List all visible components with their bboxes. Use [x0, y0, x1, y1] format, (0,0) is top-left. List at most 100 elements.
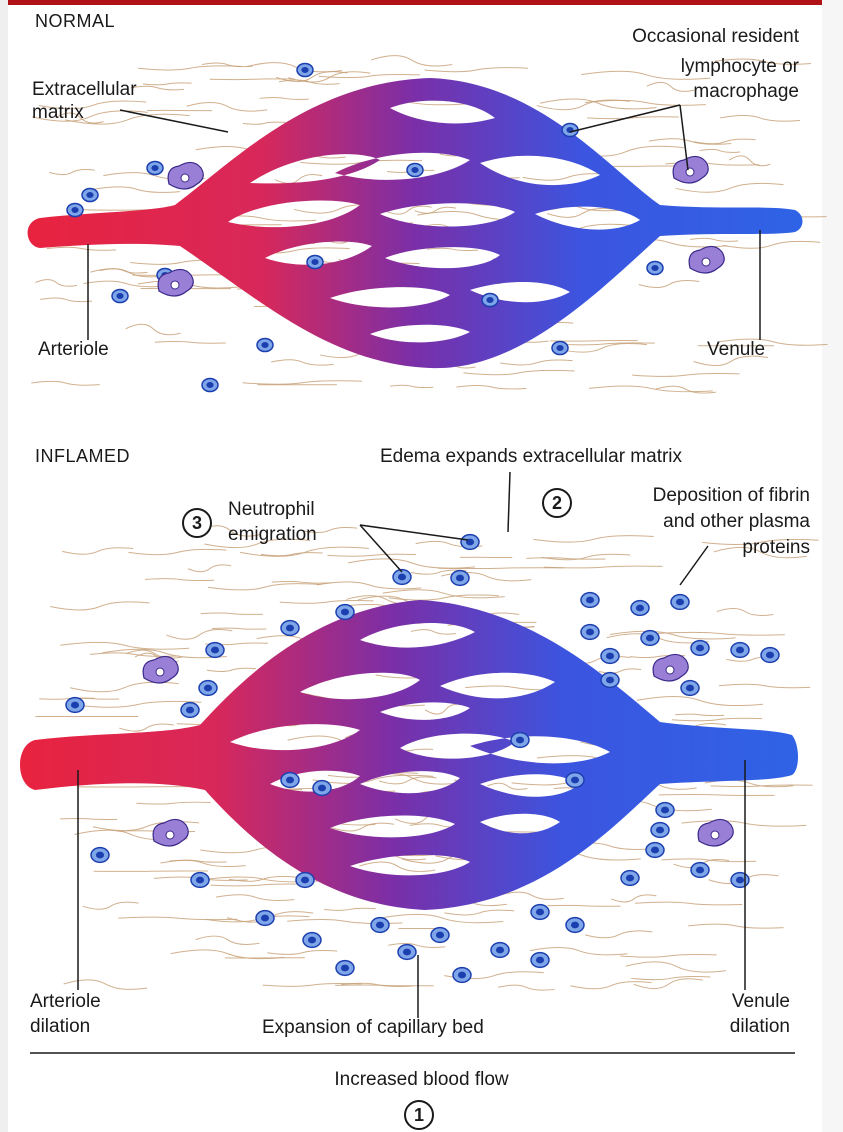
arteriole-dilation-line2: dilation	[30, 1015, 90, 1038]
normal-heading: NORMAL	[35, 10, 115, 33]
matrix-fiber	[280, 601, 374, 604]
matrix-fiber	[717, 609, 773, 616]
matrix-fiber	[60, 818, 117, 819]
matrix-fiber	[126, 324, 181, 334]
venule-dilation-line1: Venule	[690, 990, 790, 1013]
matrix-fiber	[688, 924, 783, 928]
resident-cell-label-line3: macrophage	[556, 80, 799, 103]
neutrophil-cell	[761, 648, 779, 663]
blood-flow-label: Increased blood flow	[0, 1068, 843, 1091]
edema-label: Edema expands extracellular matrix	[380, 445, 682, 468]
capillary-bed-inflamed	[20, 600, 798, 910]
matrix-fiber	[171, 950, 285, 959]
matrix-fiber	[35, 280, 77, 287]
matrix-fiber	[136, 802, 210, 804]
matrix-fiber	[166, 629, 232, 639]
step-1-marker: 1	[404, 1100, 434, 1130]
matrix-fiber	[128, 549, 226, 554]
matrix-fiber	[634, 979, 703, 989]
matrix-fiber	[64, 980, 147, 990]
matrix-fiber	[682, 821, 807, 826]
neutrophil-cell	[191, 873, 209, 888]
matrix-fiber	[444, 910, 514, 915]
neutrophil-cell	[731, 873, 749, 888]
matrix-fiber	[676, 183, 784, 192]
neutrophil-cell	[296, 873, 314, 888]
matrix-fiber	[348, 559, 475, 568]
step-3-marker: 3	[182, 508, 212, 538]
matrix-fiber	[675, 714, 724, 715]
neutrophil-cell	[313, 781, 331, 796]
matrix-fiber	[196, 936, 260, 944]
neutrophil-cell	[431, 928, 449, 943]
neutrophil-cell	[281, 621, 299, 636]
neutrophil-cell	[601, 649, 619, 664]
neutrophil-cell	[631, 601, 649, 616]
matrix-fiber	[425, 704, 466, 714]
neutrophil-cell	[651, 823, 669, 838]
matrix-fiber	[411, 630, 456, 634]
resident-cell	[112, 289, 128, 302]
matrix-fiber	[500, 892, 564, 899]
matrix-fiber	[589, 386, 713, 392]
matrix-fiber	[155, 342, 226, 344]
venule-label: Venule	[707, 338, 765, 361]
matrix-fiber	[131, 86, 184, 90]
matrix-fiber	[500, 360, 572, 365]
neutrophil-cell	[646, 843, 664, 858]
matrix-fiber	[626, 962, 726, 972]
extracellular-matrix-label-line1: Extracellular	[32, 78, 137, 101]
neutrophil-cell	[511, 733, 529, 748]
matrix-fiber	[611, 895, 656, 902]
matrix-fiber	[729, 156, 770, 166]
resident-cell	[297, 63, 313, 76]
matrix-fiber	[70, 682, 179, 692]
extracellular-matrix-label-line2: matrix	[32, 101, 84, 124]
matrix-fiber	[672, 718, 762, 720]
matrix-fiber	[690, 238, 738, 241]
resident-cell	[82, 188, 98, 201]
matrix-fiber	[267, 950, 337, 954]
resident-cell	[257, 338, 273, 351]
matrix-fiber	[637, 696, 763, 705]
matrix-fiber	[383, 590, 505, 598]
neutrophil-label-line1: Neutrophil	[228, 498, 315, 521]
matrix-fiber	[427, 248, 478, 250]
matrix-fiber	[272, 582, 332, 584]
neutrophil-cell	[336, 605, 354, 620]
neutrophil-cell	[206, 643, 224, 658]
venule-dilation-line2: dilation	[690, 1015, 790, 1038]
matrix-fiber	[60, 642, 189, 649]
macrophage-cell	[673, 156, 708, 183]
neutrophil-cell	[371, 918, 389, 933]
resident-cell-label-line1: Occasional resident	[556, 25, 799, 48]
matrix-fiber	[243, 381, 362, 384]
matrix-fiber	[62, 548, 133, 554]
macrophage-cell	[168, 162, 203, 189]
matrix-fiber	[83, 902, 139, 909]
matrix-fiber	[201, 613, 263, 614]
fibrin-label-line3: proteins	[570, 536, 810, 559]
fibrin-label-line1: Deposition of fibrin	[570, 484, 810, 507]
matrix-fiber	[247, 63, 342, 72]
neutrophil-cell	[256, 911, 274, 926]
matrix-fiber	[211, 884, 310, 886]
matrix-fiber	[240, 547, 369, 556]
resident-cell-label-line2: lymphocyte or	[556, 55, 799, 78]
matrix-fiber	[188, 565, 231, 572]
matrix-fiber	[635, 902, 742, 905]
neutrophil-cell	[641, 631, 659, 646]
macrophage-cell	[689, 246, 724, 273]
matrix-fiber	[620, 954, 716, 957]
matrix-fiber	[388, 944, 445, 948]
matrix-fiber	[463, 370, 574, 374]
resident-cell	[67, 203, 83, 216]
neutrophil-cell	[621, 871, 639, 886]
capillary-expansion-label: Expansion of capillary bed	[262, 1016, 484, 1039]
matrix-fiber	[47, 247, 116, 250]
neutrophil-cell	[281, 773, 299, 788]
matrix-fiber	[498, 985, 555, 990]
matrix-fiber	[138, 66, 242, 70]
matrix-fiber	[599, 669, 641, 673]
